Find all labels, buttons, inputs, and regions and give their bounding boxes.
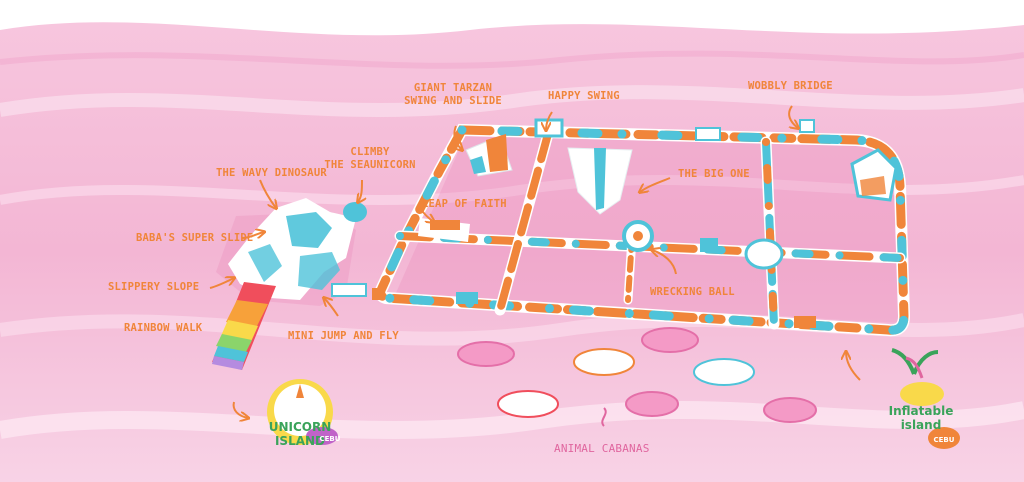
label-climby: CLIMBY THE SEAUNICORN [320,146,420,172]
inflatable-logo-line2: island [900,418,942,432]
label-happy-swing: HAPPY SWING [548,90,620,102]
label-slippery-slope: SLIPPERY SLOPE [108,281,200,293]
label-animal-cabanas: ANIMAL CABANAS [554,442,650,455]
animal-cabanas [457,327,817,423]
label-giant-tarzan-line1: GIANT TARZAN [413,82,493,94]
unicorn-logo-line2: ISLAND [274,434,326,448]
inflatable-island-logo [891,348,960,449]
label-wrecking-ball: WRECKING BALL [650,286,735,298]
unicorn-logo-line1: UNICORN [268,420,332,434]
unicorn-island-logo [267,379,338,445]
pointer-arrows [209,105,861,418]
label-rainbow-walk: RAINBOW WALK [124,322,203,334]
park-structures [418,118,898,328]
squiggle [601,407,607,427]
label-giant-tarzan-line2: SWING AND SLIDE [404,95,502,107]
unicorn-logo-tag: CEBU [319,435,341,443]
unicorn-island-logo-text: UNICORN ISLAND [262,420,338,448]
label-giant-tarzan: GIANT TARZAN SWING AND SLIDE [403,82,503,108]
label-wavy-dinosaur: THE WAVY DINOSAUR [216,167,327,179]
inflatable-island-logo-text: Inflatable island [876,404,966,432]
label-babas-super-slide: BABA'S SUPER SLIDE [136,232,254,244]
label-wobbly-bridge: WOBBLY BRIDGE [748,80,833,92]
label-climby-line2: THE SEAUNICORN [324,159,416,171]
label-the-big-one: THE BIG ONE [678,168,750,180]
inflatable-logo-tag: CEBU [933,436,955,444]
label-leap-of-faith: LEAP OF FAITH [422,198,507,210]
label-mini-jump-and-fly: MINI JUMP AND FLY [288,330,399,342]
label-climby-line1: CLIMBY [350,146,390,158]
inflatable-logo-line1: Inflatable [888,404,954,418]
